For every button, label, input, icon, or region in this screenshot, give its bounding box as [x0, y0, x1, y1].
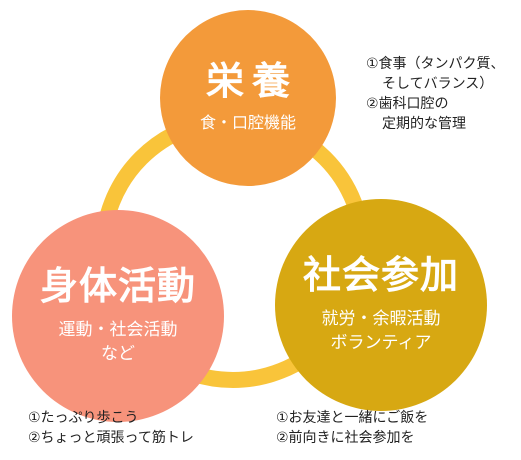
social-participation-subtitle-line: 就労・余暇活動 — [321, 308, 441, 329]
nutrition-notes: ①食事（タンパク質、 そしてバランス） ②歯科口腔の 定期的な管理 — [366, 54, 505, 134]
physical-activity-note-line: ①たっぷり歩こう — [28, 410, 139, 426]
social-participation-subtitle: 就労・余暇活動 ボランティア — [322, 307, 441, 355]
physical-activity-subtitle-line: 運動・社会活動 — [58, 319, 178, 340]
physical-activity-title: 身体活動 — [39, 264, 196, 309]
nutrition-note-line: 定期的な管理 — [382, 116, 466, 132]
physical-activity-subtitle: 運動・社会活動 など — [59, 318, 178, 366]
social-participation-circle: 社会参加 就労・余暇活動 ボランティア — [275, 199, 487, 411]
nutrition-note-line: ②歯科口腔の — [366, 96, 449, 112]
nutrition-subtitle: 食・口腔機能 — [199, 112, 296, 132]
physical-activity-note-line: ②ちょっと頑張って筋トレ — [28, 430, 194, 446]
nutrition-circle: 栄養 食・口腔機能 — [160, 10, 336, 186]
physical-activity-subtitle-line: など — [101, 343, 135, 364]
social-participation-subtitle-line: ボランティア — [330, 332, 432, 353]
nutrition-title: 栄養 — [205, 59, 298, 104]
physical-activity-notes: ①たっぷり歩こう ②ちょっと頑張って筋トレ — [28, 408, 194, 448]
social-participation-title: 社会参加 — [302, 253, 459, 298]
social-participation-note-line: ①お友達と一緒にご飯を — [276, 410, 429, 426]
nutrition-note-line: そしてバランス） — [382, 76, 494, 92]
social-participation-notes: ①お友達と一緒にご飯を ②前向きに社会参加を — [276, 408, 428, 448]
physical-activity-circle: 身体活動 運動・社会活動 など — [12, 210, 224, 422]
social-participation-note-line: ②前向きに社会参加を — [276, 430, 415, 446]
nutrition-note-line: ①食事（タンパク質、 — [366, 56, 505, 72]
